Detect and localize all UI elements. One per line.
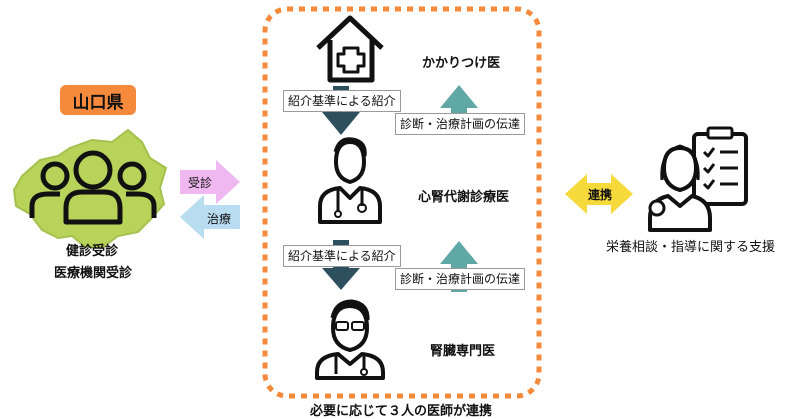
- dietitian-icon: [648, 126, 748, 232]
- upper-report-label: 診断・治療計画の伝達: [395, 113, 526, 135]
- treatment-arrow: [180, 195, 240, 239]
- doctor-group-frame: [262, 6, 542, 399]
- dietitian-label: 栄養相談・指導に関する支援: [606, 240, 776, 255]
- cooperation-arrow: [565, 174, 633, 214]
- prefecture-badge: 山口県: [60, 85, 136, 115]
- doctor-group-caption: 必要に応じて３人の医師が連携: [310, 404, 493, 419]
- doctor-glasses-icon: [315, 299, 385, 380]
- lower-referral-label: 紹介基準による紹介: [283, 245, 401, 267]
- patient-label-visit: 医療機関受診: [54, 266, 133, 281]
- family-doctor-label: かかりつけ医: [422, 56, 501, 71]
- house-icon: [316, 15, 384, 83]
- consult-label: 受診: [188, 176, 213, 190]
- lower-report-label: 診断・治療計画の伝達: [395, 268, 526, 290]
- upper-report-arrow: [440, 85, 478, 135]
- doctor-icon: [318, 137, 382, 224]
- prefecture-label: 山口県: [72, 92, 124, 113]
- patient-label-checkup: 健診受診: [66, 244, 119, 259]
- lower-report-arrow: [440, 241, 478, 292]
- cooperation-label: 連携: [588, 188, 613, 202]
- consult-arrow: [180, 160, 240, 204]
- upper-referral-label: 紹介基準による紹介: [283, 90, 401, 112]
- treatment-label: 治療: [207, 212, 232, 226]
- cardio-renal-doctor-label: 心腎代謝診療医: [418, 190, 510, 205]
- patients-icon: [29, 150, 157, 225]
- nephrologist-label: 腎臓専門医: [430, 344, 496, 359]
